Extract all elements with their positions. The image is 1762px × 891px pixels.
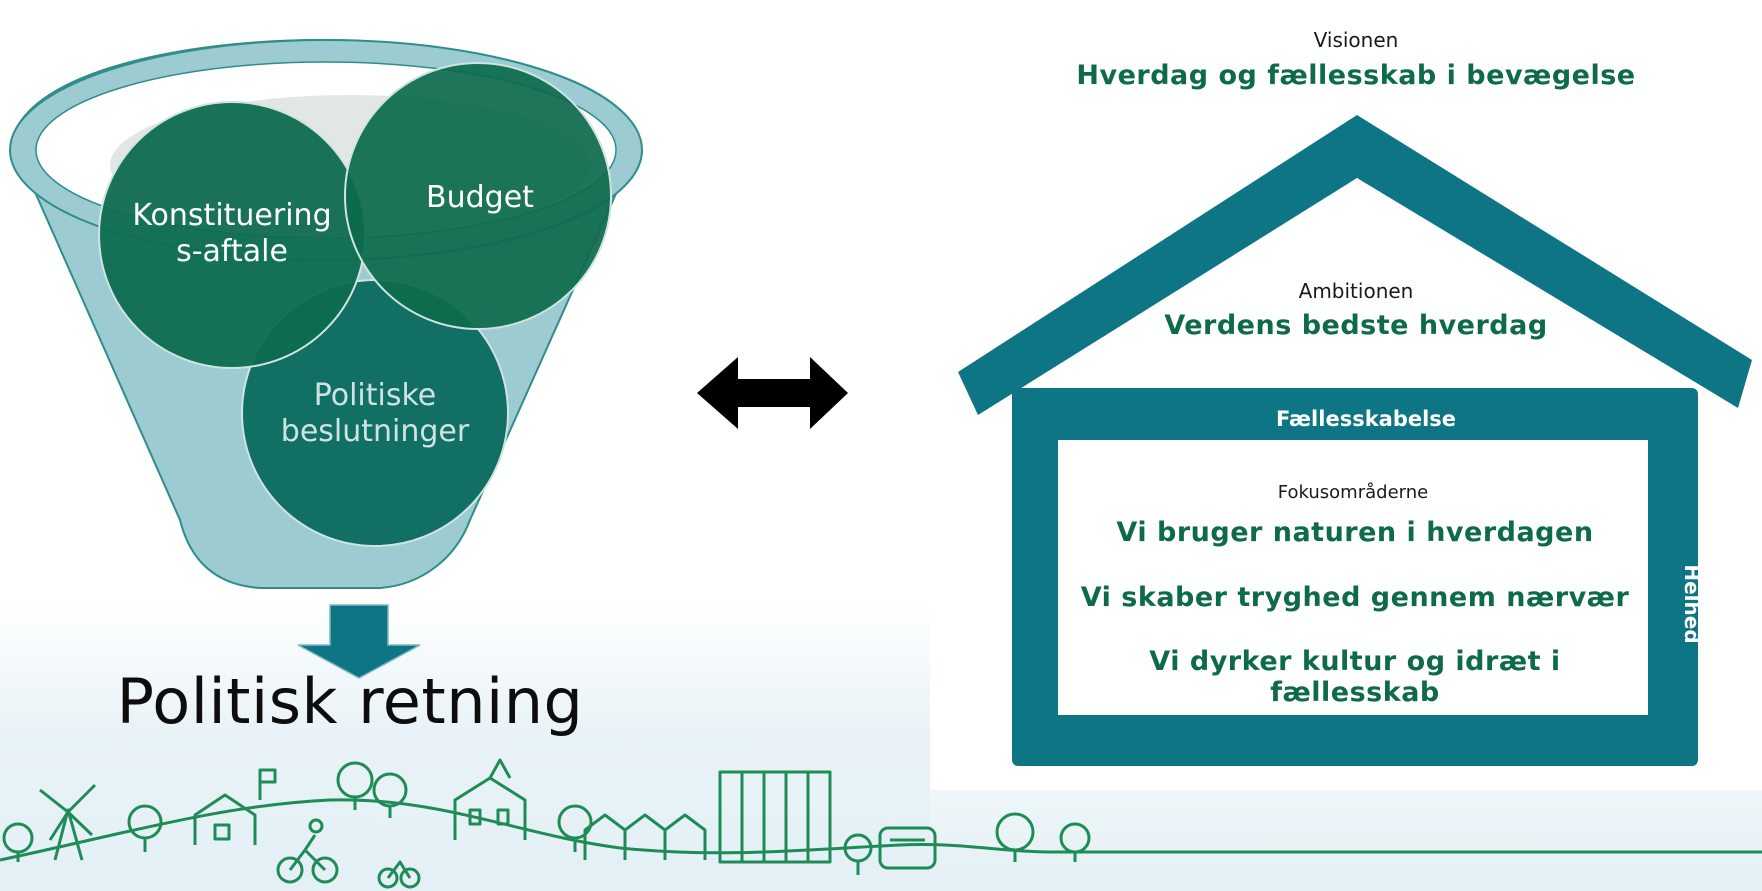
- right-wall-label: Helhed: [1680, 564, 1704, 644]
- focus-caption: Fokusområderne: [1277, 482, 1429, 503]
- top-beam-label: Fællesskabelse: [1275, 407, 1457, 431]
- circle-label-konstituering: Konstituering s-aftale: [132, 198, 332, 269]
- down-arrow-icon: [297, 604, 421, 679]
- vision-caption: Visionen: [1313, 28, 1399, 52]
- house-roof: [958, 115, 1752, 415]
- background-band-right: [930, 790, 1762, 891]
- ambition-title: Verdens bedste hverdag: [1164, 310, 1548, 341]
- focus-area-3: Vi dyrker kultur og idræt i fællesskab: [1149, 646, 1561, 708]
- circle-label-politiske: Politiske beslutninger: [280, 378, 470, 449]
- circle-budget: [344, 62, 612, 330]
- circle-label-budget: Budget: [426, 180, 534, 215]
- house-roof-inner: [1034, 178, 1680, 388]
- ambition-caption: Ambitionen: [1298, 279, 1414, 303]
- focus-area-1: Vi bruger naturen i hverdagen: [1116, 517, 1594, 548]
- focus-area-2: Vi skaber tryghed gennem nærvær: [1080, 582, 1630, 613]
- house-interior: [1058, 440, 1648, 715]
- result-label: Politisk retning: [116, 665, 584, 738]
- background-band-left: [0, 600, 930, 891]
- vision-title: Hverdag og fællesskab i bevægelse: [1076, 60, 1636, 91]
- left-wall-label: Ansvarlighed: [981, 529, 1005, 679]
- funnel-diagram: [9, 38, 643, 679]
